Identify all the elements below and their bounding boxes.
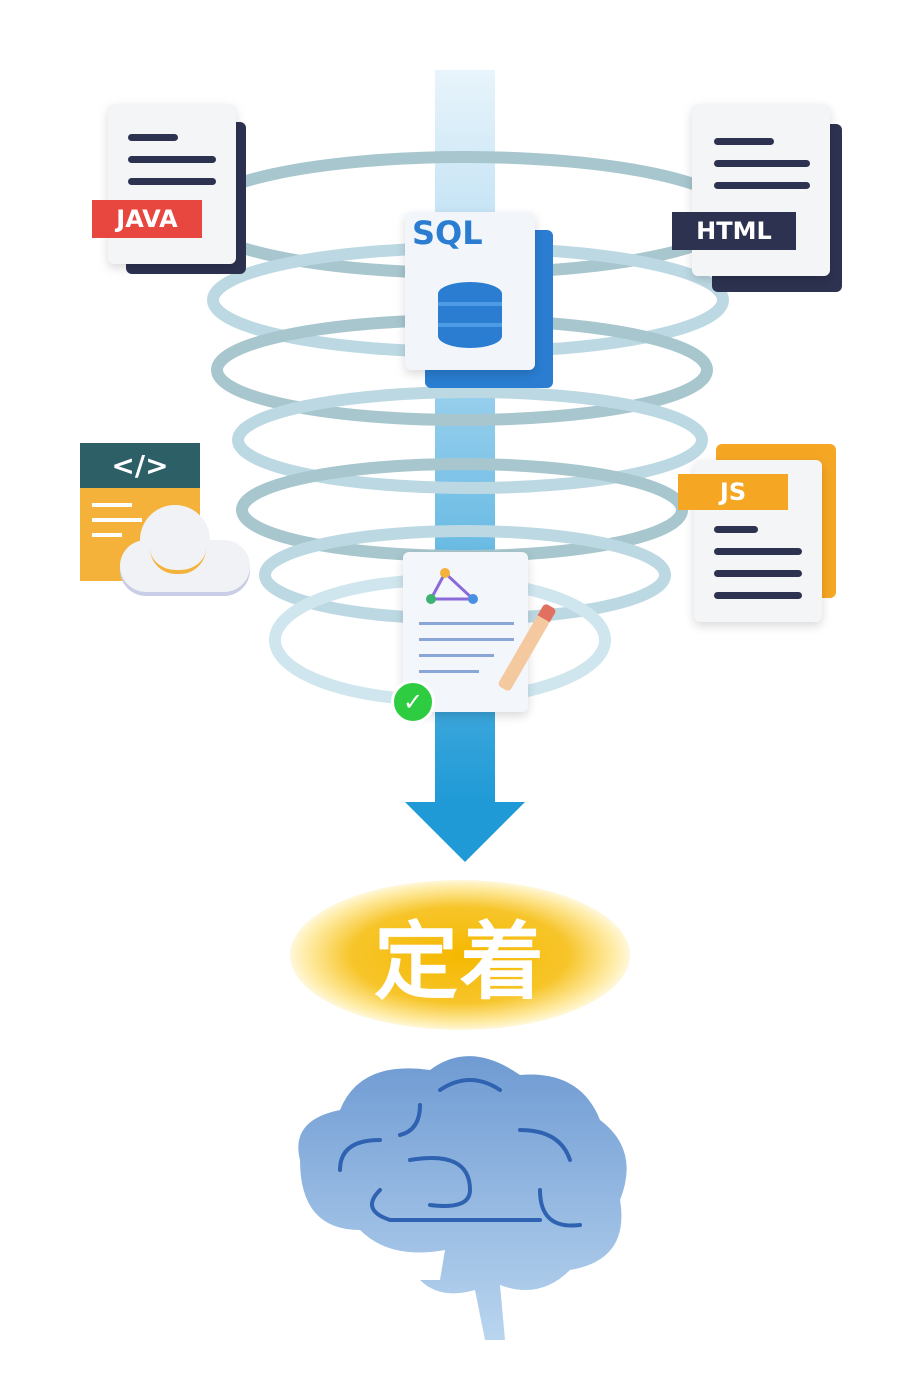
- text-line: [419, 654, 494, 657]
- java-document-icon: [108, 104, 236, 264]
- html-document-icon: [692, 104, 830, 276]
- text-line: [92, 518, 142, 522]
- text-line: [419, 622, 514, 625]
- arrow-head: [405, 802, 525, 862]
- text-line: [128, 134, 178, 141]
- html-label: HTML: [672, 212, 796, 250]
- text-line: [714, 160, 810, 167]
- js-label: JS: [678, 474, 788, 510]
- database-icon: [438, 282, 502, 348]
- cloud-smile: [150, 548, 206, 574]
- sql-document-icon: [405, 212, 535, 370]
- text-line: [419, 670, 479, 673]
- sql-label: SQL: [412, 214, 483, 252]
- text-line: [128, 178, 216, 185]
- text-line: [714, 570, 802, 577]
- text-line: [714, 592, 802, 599]
- keyword-text: 定着: [373, 913, 546, 1011]
- text-line: [128, 156, 216, 163]
- text-line: [714, 526, 758, 533]
- triangle-diagram-icon: [426, 568, 478, 604]
- keyword-glow: [290, 880, 630, 1030]
- checkmark-icon: ✓: [391, 680, 435, 724]
- text-line: [714, 138, 774, 145]
- java-label: JAVA: [92, 200, 202, 238]
- text-line: [92, 533, 122, 537]
- code-window-header: </>: [80, 443, 200, 488]
- text-line: [92, 503, 132, 507]
- text-line: [419, 638, 514, 641]
- text-line: [714, 182, 810, 189]
- text-line: [714, 548, 802, 555]
- brain-icon: [298, 1056, 627, 1340]
